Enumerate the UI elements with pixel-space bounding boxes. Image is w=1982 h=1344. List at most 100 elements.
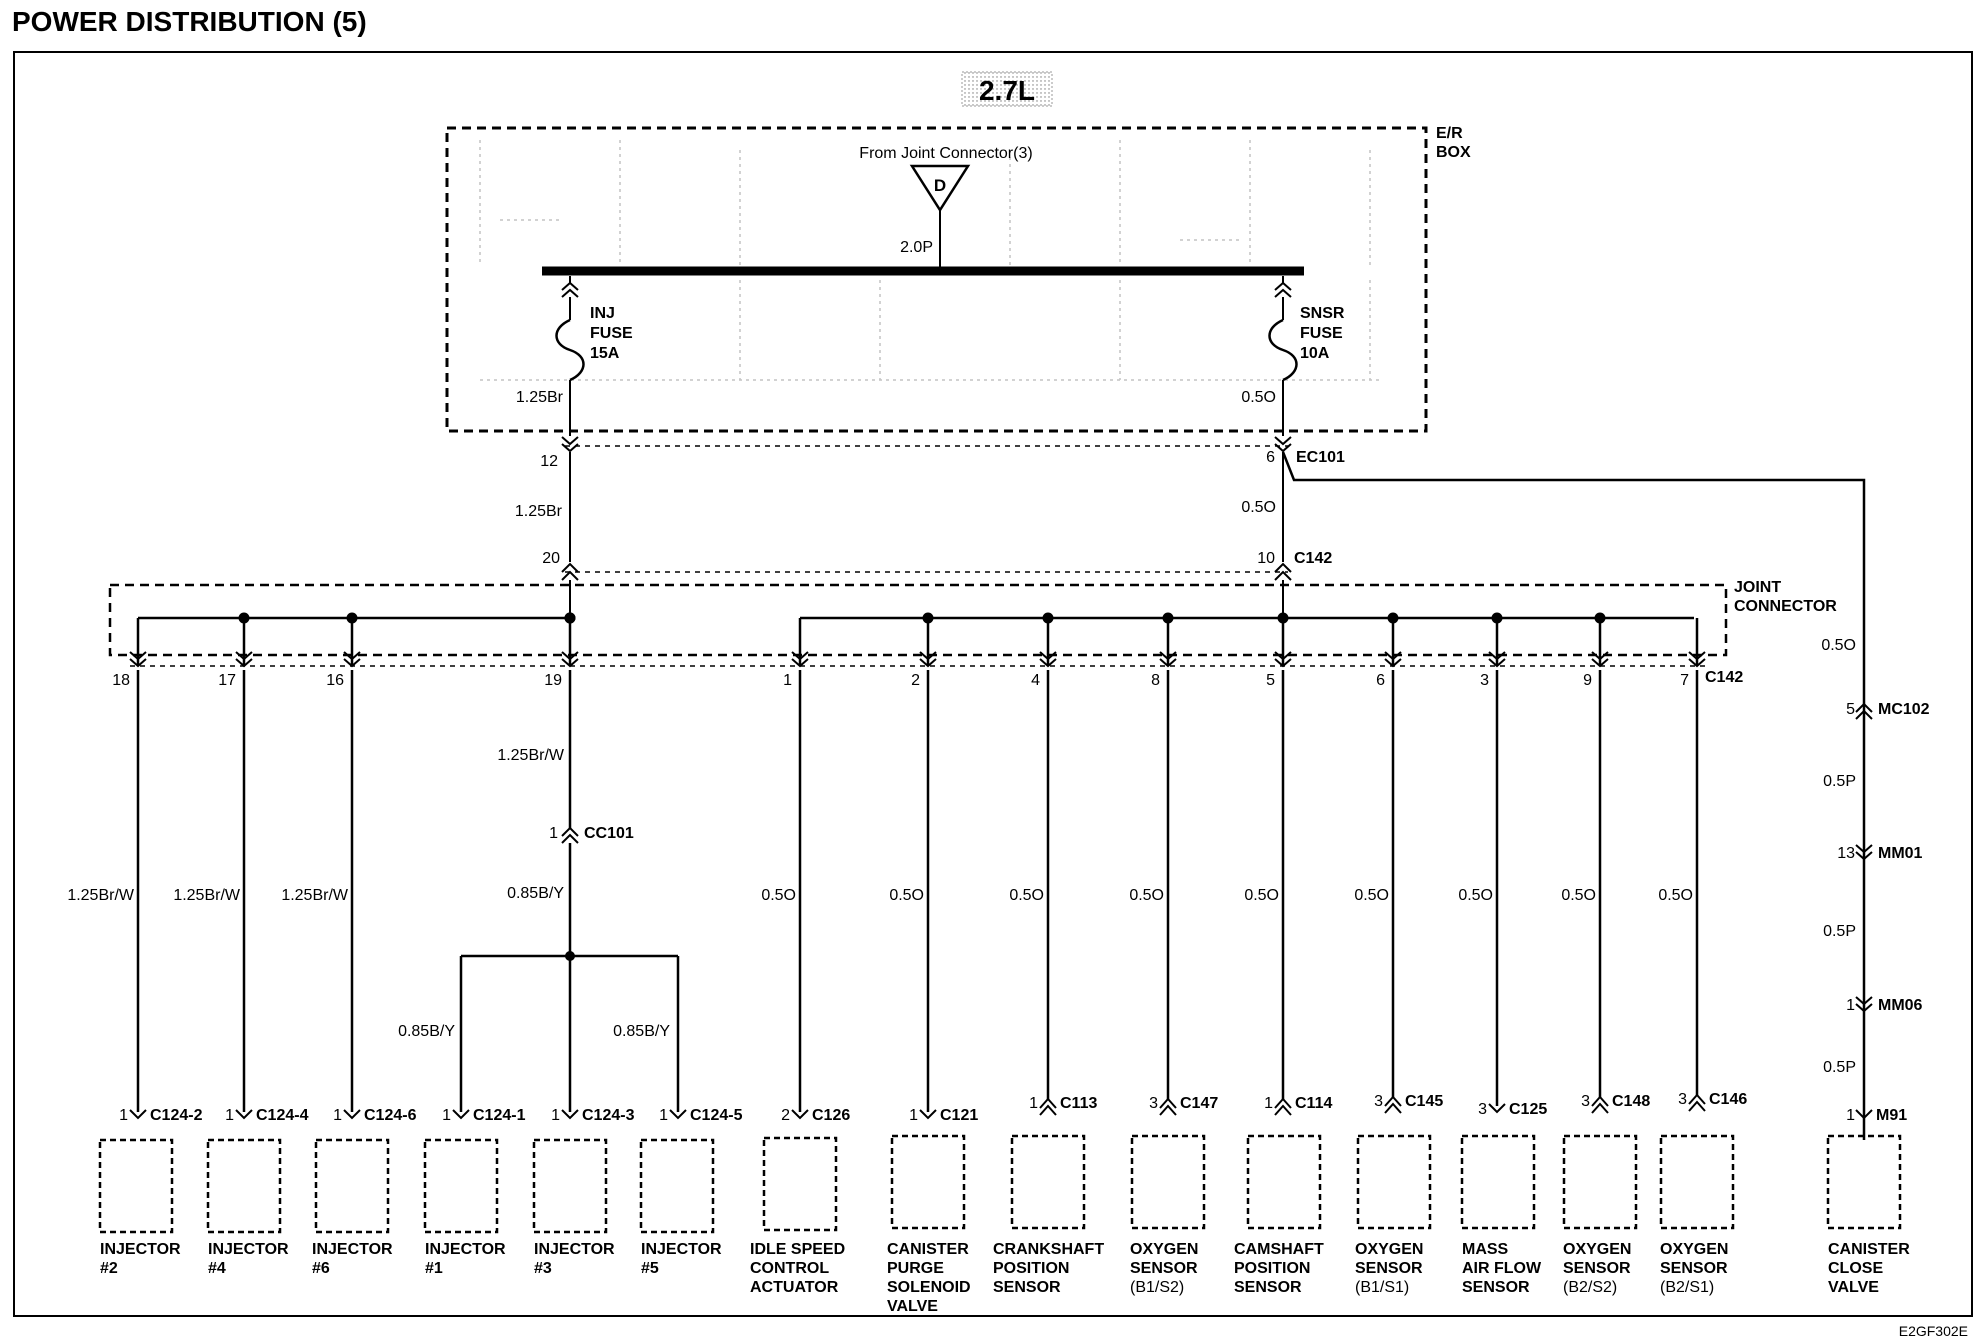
connector-pin-icon [1039,1097,1057,1116]
component-label: MASS [1462,1241,1509,1258]
faded-background-circuits [479,140,1380,381]
wire-spec: 1.25Br/W [173,887,241,904]
joint-pin-number: 16 [326,672,344,689]
component-label: CANISTER [1828,1241,1910,1258]
page-title: POWER DISTRIBUTION (5) [12,6,367,37]
wire-spec: 0.5O [1458,887,1493,904]
inj-fuse-wire: 1.25Br [516,389,564,406]
connector-pin-number: 1 [909,1107,918,1124]
connector-name: C145 [1405,1093,1443,1110]
joint-pin-number: 17 [218,672,236,689]
mm06-wire: 0.5P [1823,923,1856,940]
connector-name: C121 [940,1107,978,1124]
component-label: INJECTOR [312,1241,393,1258]
c142-top-pin-icons [561,562,1292,581]
connector-pin-number: 3 [1478,1101,1487,1118]
connector-pin-number: 2 [781,1107,790,1124]
joint-pin-number: 1 [783,672,792,689]
joint-pin-icon [235,651,253,668]
joint-connector-label-2: CONNECTOR [1734,598,1837,615]
connector-name: C124-5 [690,1107,743,1124]
connector-name: C124-6 [364,1107,417,1124]
connector-name: C125 [1509,1101,1547,1118]
source-triangle-icon [909,164,971,213]
component-box [532,1138,608,1234]
joint-pin-icon [1274,651,1292,668]
snsr-fuse-label-2: FUSE [1300,325,1343,342]
component-label: #6 [312,1260,330,1277]
ec101-pin-left: 12 [540,453,558,470]
mm06-pin: 1 [1846,997,1855,1014]
joint-pin-icon [561,651,579,668]
ec101-name: EC101 [1296,449,1345,466]
right-branch-pin-icons [1855,702,1873,1013]
joint-pin-icon [1488,651,1506,668]
component-label: POSITION [1234,1260,1310,1277]
wire-spec: 1.25Br/W [67,887,135,904]
connector-pin-icon [343,1109,361,1120]
connector-pin-number: 1 [225,1107,234,1124]
component-label: SENSOR [993,1279,1061,1296]
connector-name: C124-4 [256,1107,309,1124]
source-wire-label: 2.0P [900,239,933,256]
joint-connector-name: C142 [1705,669,1743,686]
component-label: SENSOR [1234,1279,1302,1296]
connector-pin-number: 1 [333,1107,342,1124]
connector-name: C124-3 [582,1107,635,1124]
component-box [423,1138,499,1234]
joint-pin-number: 5 [1266,672,1275,689]
joint-pin-number: 4 [1031,672,1040,689]
er-box-label-2: BOX [1436,144,1471,161]
m91-wire: 0.5P [1823,1059,1856,1076]
cc101-pin-icon [561,826,579,844]
mm01-pin: 13 [1837,845,1855,862]
m91-pin: 1 [1846,1107,1855,1124]
source-symbol: D [934,176,946,195]
connector-pin-number: 1 [551,1107,560,1124]
connector-pin-icon [561,1109,579,1120]
connector-pin-icon [1855,1109,1873,1120]
joint-connector-label-1: JOINT [1734,579,1781,596]
connector-pin-number: 3 [1678,1091,1687,1108]
component-box [1562,1134,1638,1230]
joint-pin-icon [1591,651,1609,668]
variant-label: 2.7L [979,75,1035,106]
c142-top-name: C142 [1294,550,1332,567]
mc102-wire: 0.5O [1821,637,1856,654]
joint-pin-number: 3 [1480,672,1489,689]
joint-pin-number: 19 [544,672,562,689]
joint-pin-number: 8 [1151,672,1160,689]
connector-pin-number: 1 [1029,1095,1038,1112]
component-label: PURGE [887,1260,944,1277]
component-label: #1 [425,1260,443,1277]
component-box [1130,1134,1206,1230]
inj-fuse-label-2: FUSE [590,325,633,342]
wire-spec: 0.5O [889,887,924,904]
connector-pin-icon [1159,1097,1177,1116]
joint-pin-number: 18 [112,672,130,689]
component-label: OXYGEN [1355,1241,1423,1258]
joint-pin-icon [1384,651,1402,668]
connector-name: C147 [1180,1095,1218,1112]
ec101-wire-left: 1.25Br [515,503,563,520]
connector-name: C114 [1295,1095,1332,1112]
component-box [1010,1134,1086,1230]
inj-fuse-label-3: 15A [590,345,620,362]
diagram-code: E2GF302E [1899,1323,1968,1339]
component-box [1246,1134,1322,1230]
ec101-wire-right: 0.5O [1241,499,1276,516]
connector-pin-number: 3 [1149,1095,1158,1112]
component-box [890,1134,966,1230]
component-label: VALVE [887,1298,938,1315]
connector-name: C146 [1709,1091,1747,1108]
component-label: IDLE SPEED [750,1241,845,1258]
joint-pin-icon [1159,651,1177,668]
component-label: POSITION [993,1260,1069,1277]
snsr-fuse-label-1: SNSR [1300,305,1345,322]
connector-pin-icon [1384,1095,1402,1114]
joint-pin-icon [1039,651,1057,668]
joint-pin-number: 2 [911,672,920,689]
joint-pin-icon [1688,651,1706,668]
component-label: CRANKSHAFT [993,1241,1104,1258]
